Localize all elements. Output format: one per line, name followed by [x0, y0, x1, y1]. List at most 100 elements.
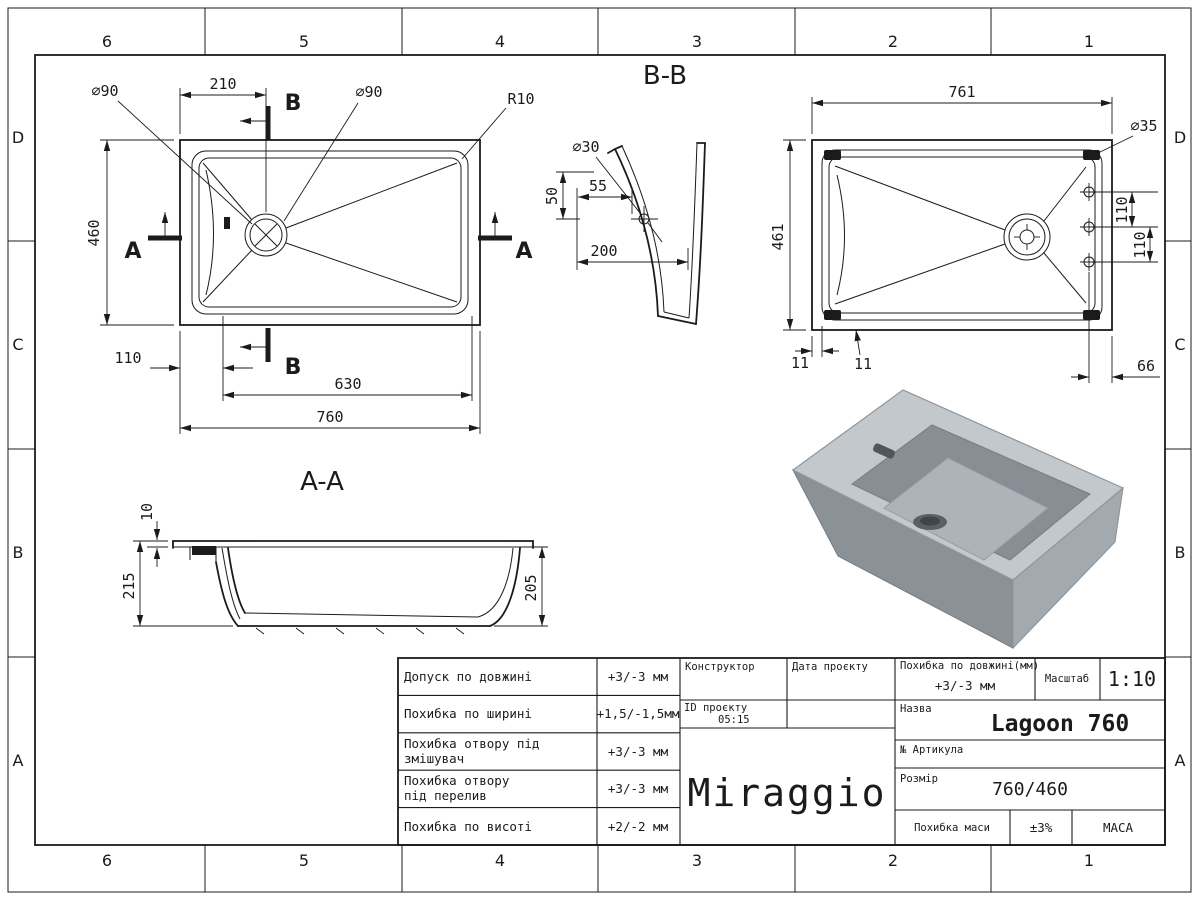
svg-text:Похибка отвору під: Похибка отвору під	[404, 736, 539, 751]
brand-logo: Miraggio	[687, 771, 886, 815]
section-letter-a: A	[515, 239, 532, 264]
mass-label: МАСА	[1103, 820, 1134, 835]
constructor-label: Конструктор	[685, 661, 755, 673]
dim-205: 205	[494, 546, 548, 627]
dim-11-second: 11	[854, 329, 872, 373]
svg-text:215: 215	[120, 572, 138, 599]
bottom-view: 761 ∅35 461 110 110 11	[769, 83, 1160, 383]
drain-symbol	[244, 213, 288, 257]
dim-110: 110	[114, 316, 253, 374]
svg-text:10: 10	[138, 503, 156, 521]
svg-text:+3/-3 мм: +3/-3 мм	[608, 669, 669, 684]
section-marker-a-left: A	[124, 212, 182, 264]
drain-symbol-bottom	[1003, 213, 1051, 261]
svg-text:змішувач: змішувач	[404, 751, 464, 766]
dim-210: 210	[179, 75, 267, 212]
dim-200: 200	[576, 188, 689, 270]
zone-row-right: D	[1174, 128, 1186, 147]
svg-text:Похибка по висоті: Похибка по висоті	[404, 819, 532, 834]
svg-text:11: 11	[791, 354, 809, 372]
tolerance-row: Похибка по висоті +2/-2 мм	[404, 819, 669, 834]
overflow-mark	[224, 217, 230, 229]
svg-text:∅30: ∅30	[572, 138, 599, 156]
zone-col-top: 2	[888, 32, 898, 51]
svg-text:760: 760	[316, 408, 343, 426]
zone-row-right: C	[1174, 335, 1185, 354]
svg-text:+2/-2 мм: +2/-2 мм	[608, 819, 669, 834]
drain-hole-bb	[631, 206, 663, 243]
svg-text:∅90: ∅90	[355, 83, 382, 101]
svg-text:630: 630	[334, 375, 361, 393]
dim-r10: R10	[461, 90, 535, 160]
dim-460: 460	[85, 139, 174, 326]
zone-col-bottom: 1	[1084, 851, 1094, 870]
zone-col-top: 1	[1084, 32, 1094, 51]
overflow-holes	[1080, 183, 1098, 271]
zone-col-bottom: 2	[888, 851, 898, 870]
svg-text:+3/-3 мм: +3/-3 мм	[608, 744, 669, 759]
section-letter-b: B	[285, 355, 302, 380]
dim-760: 760	[179, 331, 481, 434]
svg-text:460: 460	[85, 219, 103, 246]
svg-text:110: 110	[1113, 196, 1131, 223]
svg-text:Похибка по ширині: Похибка по ширині	[404, 706, 532, 721]
svg-text:761: 761	[948, 83, 975, 101]
svg-text:11: 11	[854, 355, 872, 373]
svg-text:55: 55	[589, 177, 607, 195]
svg-text:R10: R10	[507, 90, 534, 108]
svg-text:Похибка отвору: Похибка отвору	[404, 773, 510, 788]
name-label: Назва	[900, 703, 932, 715]
svg-text:110: 110	[1131, 231, 1149, 258]
project-id-value: 05:15	[718, 714, 750, 726]
dim-dia90-left: ∅90	[91, 82, 253, 225]
mass-tolerance-value: ±3%	[1030, 820, 1053, 835]
section-aa-title: A-A	[300, 467, 344, 497]
project-id-label: ID проєкту	[684, 702, 747, 714]
overflow-slot	[192, 546, 216, 555]
zone-col-top: 4	[495, 32, 505, 51]
dim-461: 461	[769, 139, 806, 331]
zone-col-bottom: 3	[692, 851, 702, 870]
zone-row-left: B	[13, 543, 24, 562]
svg-text:∅35: ∅35	[1130, 117, 1157, 135]
product-name: Lagoon 760	[991, 711, 1129, 737]
size-value: 760/460	[992, 779, 1068, 800]
svg-text:50: 50	[543, 187, 561, 205]
section-marker-a-right: A	[478, 212, 533, 264]
section-bb-title: B-B	[643, 61, 687, 91]
zone-col-top: 3	[692, 32, 702, 51]
size-label: Розмір	[900, 773, 938, 785]
section-aa-view: A-A 10	[120, 467, 548, 635]
scale-value: 1:10	[1108, 667, 1156, 691]
drain-hole-3d	[913, 514, 947, 530]
svg-text:205: 205	[522, 574, 540, 601]
project-date-label: Дата проєкту	[792, 661, 868, 673]
zone-row-right: A	[1175, 751, 1186, 770]
tolerance-row: Похибка по ширині +1,5/-1,5мм	[404, 706, 680, 721]
svg-text:Допуск по довжині: Допуск по довжині	[404, 669, 532, 684]
dim-dia90-right: ∅90	[283, 83, 383, 222]
title-block: Допуск по довжині +3/-3 мм Похибка по ши…	[397, 657, 1166, 846]
length-tolerance-label: Похибка по довжині(мм)	[900, 660, 1039, 672]
dim-66: 66	[1071, 272, 1160, 383]
article-label: № Артикула	[900, 744, 963, 756]
section-marker-b-top: B	[240, 91, 301, 140]
dim-10: 10	[138, 503, 168, 567]
svg-text:∅90: ∅90	[91, 82, 118, 100]
zone-col-top: 6	[102, 32, 112, 51]
svg-text:66: 66	[1137, 357, 1155, 375]
section-bb-view: B-B ∅30 55 50	[543, 61, 706, 325]
tolerance-row: Похибка отвору під перелив +3/-3 мм	[404, 773, 669, 803]
svg-text:110: 110	[114, 349, 141, 367]
zone-row-left: C	[12, 335, 23, 354]
mounting-pads	[824, 150, 1100, 320]
dim-11-first: 11	[791, 326, 839, 372]
dim-55: 55	[578, 177, 633, 214]
dim-50: 50	[543, 171, 594, 220]
svg-text:+1,5/-1,5мм: +1,5/-1,5мм	[597, 706, 680, 721]
zone-row-left: D	[12, 128, 24, 147]
plan-view: A A B B 210 ∅90	[85, 75, 535, 434]
svg-text:210: 210	[209, 75, 236, 93]
